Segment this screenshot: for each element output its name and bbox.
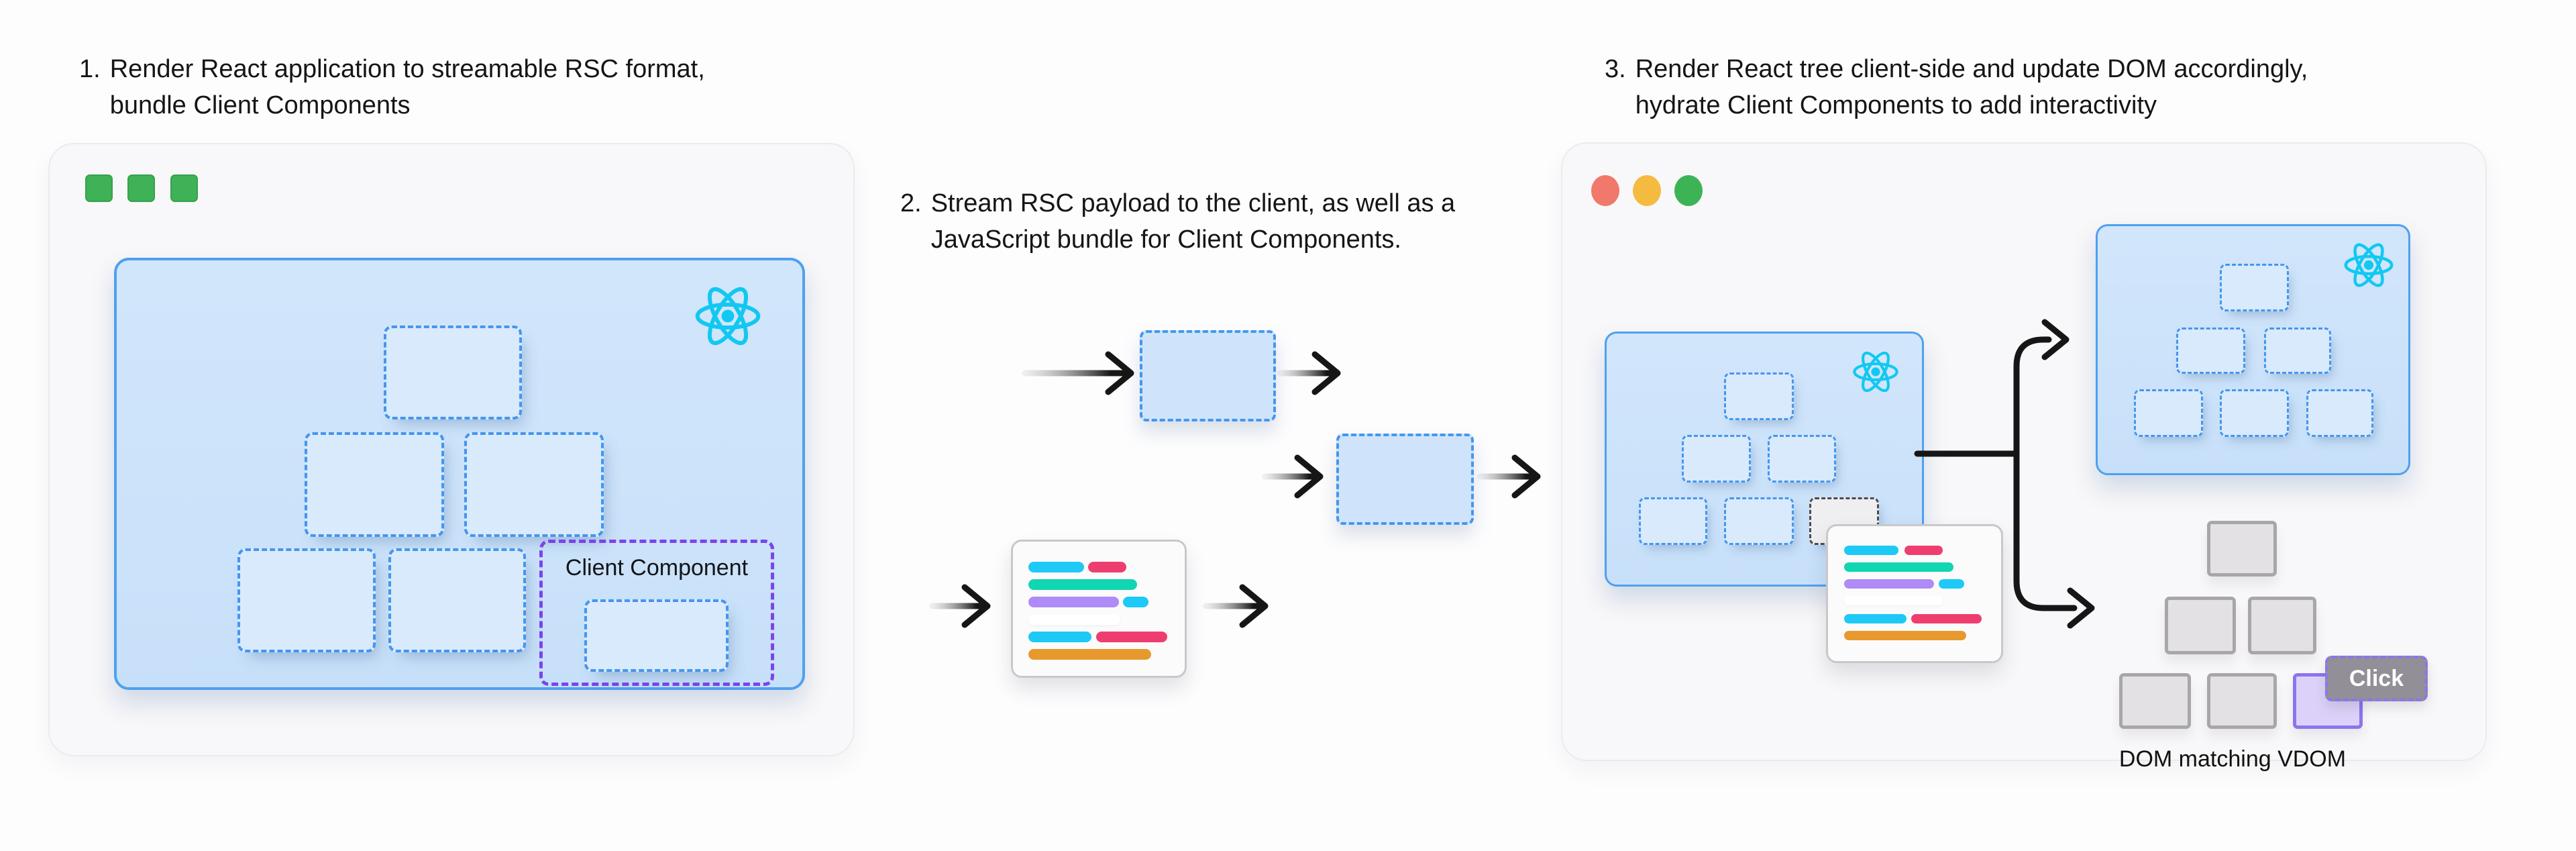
code-line <box>1904 546 1943 555</box>
close-window-icon <box>1591 175 1619 206</box>
step-1-text: Render React application to streamable R… <box>109 55 705 119</box>
step-2-heading: 2. Stream RSC payload to the client, as … <box>900 185 1455 258</box>
step-2-text: Stream RSC payload to the client, as wel… <box>930 189 1456 254</box>
vdom-node <box>2306 389 2373 437</box>
react-logo-icon <box>692 281 763 352</box>
code-line <box>1844 631 1966 640</box>
code-line <box>1844 614 1907 623</box>
code-line <box>1939 579 1964 589</box>
step-3-number: 3. <box>1605 55 1626 83</box>
react-logo-icon <box>2342 238 2396 292</box>
server-component-node <box>1639 497 1707 545</box>
rsc-payload-chunk <box>1336 434 1474 525</box>
vdom-node <box>2176 328 2245 374</box>
client-component-node <box>584 599 729 672</box>
code-line <box>1028 579 1137 590</box>
step-2-number: 2. <box>900 189 922 217</box>
code-line <box>1844 546 1898 555</box>
code-line <box>1096 632 1167 642</box>
code-line <box>1844 596 1943 605</box>
server-window: Client Component <box>48 143 855 756</box>
code-line <box>1028 562 1084 572</box>
client-component-group: Client Component <box>539 540 774 686</box>
server-component-node <box>388 548 526 652</box>
vdom-node <box>2134 389 2203 437</box>
step-3-text: Render React tree client-side and update… <box>1635 55 2308 119</box>
step-3-heading: 3. Render React tree client-side and upd… <box>1605 51 2308 123</box>
server-component-node <box>1724 497 1794 545</box>
dom-node <box>2207 673 2277 729</box>
react-logo-icon <box>1851 347 1900 397</box>
server-component-node <box>1724 372 1794 420</box>
rsc-payload-chunk <box>1140 330 1276 421</box>
click-button-label: Click <box>2349 665 2404 691</box>
maximize-window-icon <box>1674 175 1703 206</box>
server-component-node <box>384 326 522 419</box>
code-line <box>1028 614 1120 625</box>
server-component-node <box>305 432 444 537</box>
step-1-heading: 1. Render React application to streamabl… <box>79 51 705 123</box>
server-component-node <box>237 548 376 652</box>
dom-node <box>2165 597 2236 654</box>
code-line <box>1844 562 1953 572</box>
click-button: Click <box>2325 656 2428 701</box>
green-square-icon <box>127 174 155 202</box>
react-tree-container: Client Component <box>114 258 805 690</box>
server-component-node <box>1768 435 1836 483</box>
js-bundle-file <box>1011 540 1187 678</box>
code-line <box>1028 632 1091 642</box>
hydrated-react-tree-container <box>2096 224 2410 475</box>
vdom-node <box>2264 328 2331 374</box>
green-square-icon <box>170 174 198 202</box>
streamed-react-tree-container <box>1605 332 1924 587</box>
browser-window: Click DOM matching VDOM <box>1561 142 2487 772</box>
code-line <box>1123 597 1148 607</box>
dom-matching-vdom-caption: DOM matching VDOM <box>2118 746 2347 772</box>
dom-node <box>2119 673 2191 729</box>
vdom-node <box>2220 389 2289 437</box>
code-line <box>1028 649 1151 660</box>
server-component-node <box>1682 435 1751 483</box>
code-line <box>1088 562 1126 572</box>
dom-node <box>2207 521 2277 577</box>
code-line <box>1911 614 1982 623</box>
code-line <box>1028 597 1119 607</box>
green-square-icon <box>85 174 113 202</box>
step-1-number: 1. <box>79 55 101 83</box>
vdom-node <box>2220 264 2289 311</box>
server-component-node <box>464 432 604 537</box>
code-line <box>1844 579 1934 589</box>
client-component-label: Client Component <box>565 555 749 581</box>
js-bundle-file <box>1826 524 2003 663</box>
minimize-window-icon <box>1633 175 1661 206</box>
dom-node <box>2248 597 2316 654</box>
